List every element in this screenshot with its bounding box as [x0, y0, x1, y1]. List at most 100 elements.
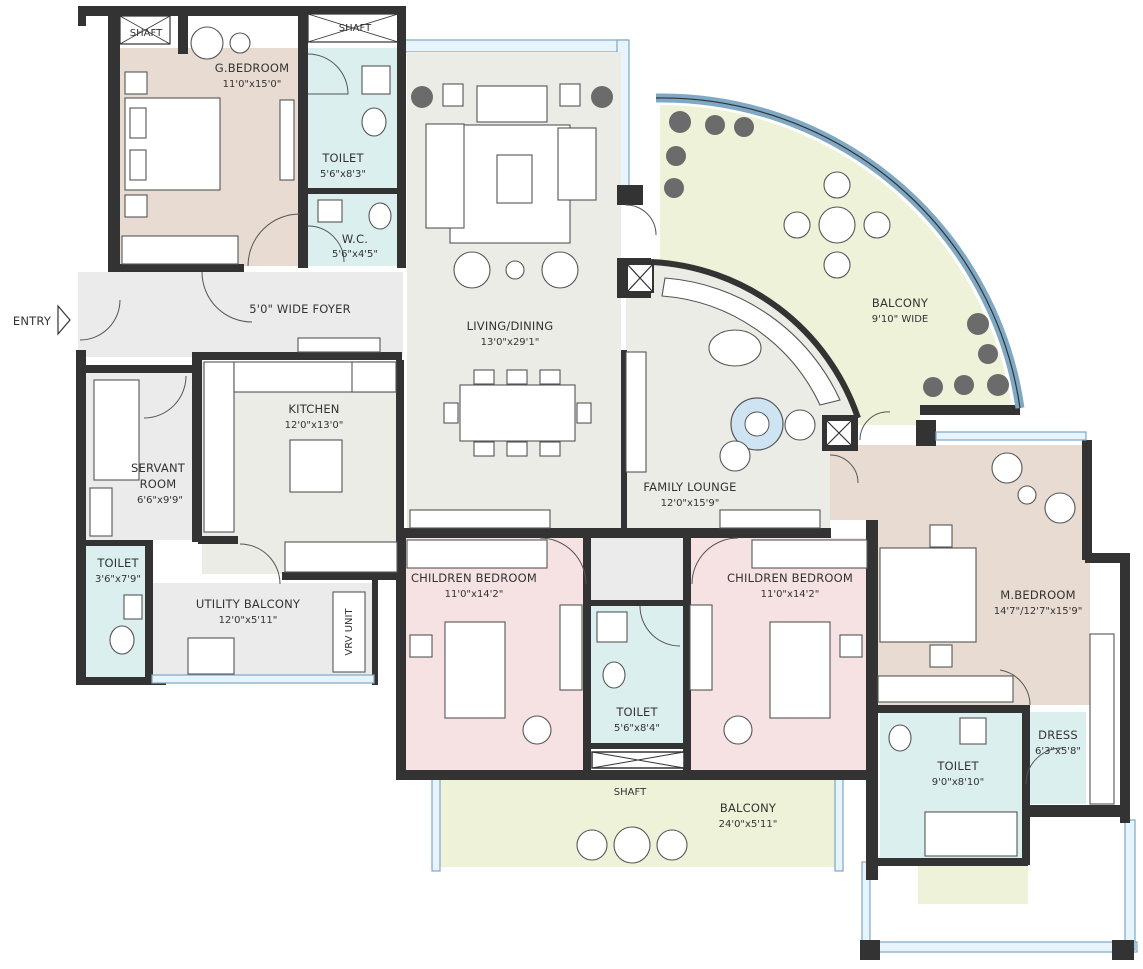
door-swing [79, 299, 121, 341]
shaft-x-left [119, 15, 171, 45]
bedside-table [124, 194, 148, 218]
glass-strip-m3 [1124, 819, 1136, 951]
dining-chair [473, 369, 495, 385]
foyer-console [297, 337, 381, 353]
m-bedroom-dim: 14'7"/12'7"x15'9" [994, 606, 1083, 617]
vrv-unit-box [332, 591, 366, 673]
door-swing [999, 669, 1031, 706]
wall [178, 6, 188, 54]
chair [723, 715, 753, 745]
door-swing [143, 375, 187, 419]
ottoman [708, 329, 762, 367]
living-label: LIVING/DINING [467, 319, 554, 333]
entry-arrow [57, 304, 71, 336]
wall [621, 350, 627, 530]
shaft-label-1: SHAFT [130, 28, 163, 39]
sofa [476, 85, 548, 123]
curved-sofa [661, 277, 841, 406]
door-swing [639, 605, 681, 647]
plant [591, 86, 613, 108]
servant-wardrobe [89, 487, 113, 537]
wall [860, 940, 880, 960]
walls [76, 6, 1134, 960]
wall [282, 572, 402, 580]
plant [705, 115, 725, 135]
bedside-table [929, 644, 953, 668]
toilet-2-dim: 3'6"x7'9" [95, 574, 141, 585]
balcony-chair [863, 211, 891, 239]
wardrobe [877, 675, 1014, 703]
balcony-chair [783, 211, 811, 239]
m-bedroom-label: M.BEDROOM [1000, 588, 1075, 602]
wc-pan [602, 661, 626, 689]
wall [870, 858, 1028, 866]
plant [954, 375, 974, 395]
shaft-label-3: SHAFT [614, 787, 647, 798]
balcony-arcs [650, 93, 1087, 441]
wash-basin [596, 611, 628, 643]
wall [1120, 553, 1130, 823]
wall [396, 528, 406, 780]
pillow [129, 149, 147, 181]
children-1-dim: 11'0"x14'2" [445, 589, 504, 600]
wall [396, 360, 404, 580]
wall [198, 536, 238, 544]
study-desk [559, 604, 583, 691]
wall [591, 743, 683, 749]
wall [920, 405, 1020, 415]
toilet-1-dim: 5'6"x8'3" [320, 169, 366, 180]
corridor-area [590, 538, 685, 602]
wall [1112, 940, 1134, 960]
servant-bed [93, 379, 140, 481]
living-dim: 13'0"x29'1" [481, 337, 540, 348]
toilet-1-label: TOILET [321, 151, 364, 165]
wall [1022, 705, 1030, 865]
study-desk [689, 604, 713, 691]
wall [1028, 805, 1128, 817]
door-swing [307, 225, 345, 263]
fridge [351, 361, 397, 393]
wc-pan [109, 625, 135, 655]
servant-dim: 6'6"x9'9" [137, 495, 183, 506]
glass-strip-top [404, 39, 628, 53]
door-swing [859, 411, 891, 441]
glass-strip-right-mb [935, 431, 1087, 441]
wall [683, 538, 691, 773]
foyer-label: 5'0" WIDE FOYER [249, 302, 351, 316]
wash-basin [123, 594, 143, 620]
sofa [425, 123, 465, 229]
children-1-label: CHILDREN BEDROOM [411, 571, 537, 585]
family-label: FAMILY LOUNGE [643, 480, 736, 494]
dining-chair [473, 441, 495, 457]
wc-dim: 5'6"x4'5" [332, 249, 378, 260]
toilet-3-label: TOILET [615, 705, 658, 719]
dining-chair [506, 441, 528, 457]
g-bedroom-dim: 11'0"x15'0" [223, 79, 282, 90]
glass-strip-bottom-r [834, 774, 844, 872]
wall [108, 264, 244, 272]
children-2-label: CHILDREN BEDROOM [727, 571, 853, 585]
shaft-x-mb [825, 419, 853, 447]
door-swing [625, 204, 657, 236]
wall [192, 352, 402, 360]
glass-strip-bottom [431, 774, 441, 872]
family-dim: 12'0"x15'9" [661, 498, 720, 509]
wc-pan [368, 202, 392, 230]
balcony-1-dim: 9'10" WIDE [872, 314, 928, 325]
dress-label: DRESS [1038, 728, 1078, 742]
armchair [1044, 492, 1076, 524]
dining-chair [576, 402, 592, 424]
side-table [229, 32, 251, 54]
wash-basin [317, 199, 343, 223]
wall [76, 677, 166, 685]
toilet-4-dim: 9'0"x8'10" [932, 777, 984, 788]
side-table [505, 260, 525, 280]
children-2-dim: 11'0"x14'2" [761, 589, 820, 600]
balcony-2-label: BALCONY [720, 801, 777, 815]
plant [978, 344, 998, 364]
g-bedroom-label: G.BEDROOM [215, 61, 289, 75]
wc-pan [361, 107, 387, 137]
wall [591, 600, 683, 606]
armchair [991, 452, 1023, 484]
